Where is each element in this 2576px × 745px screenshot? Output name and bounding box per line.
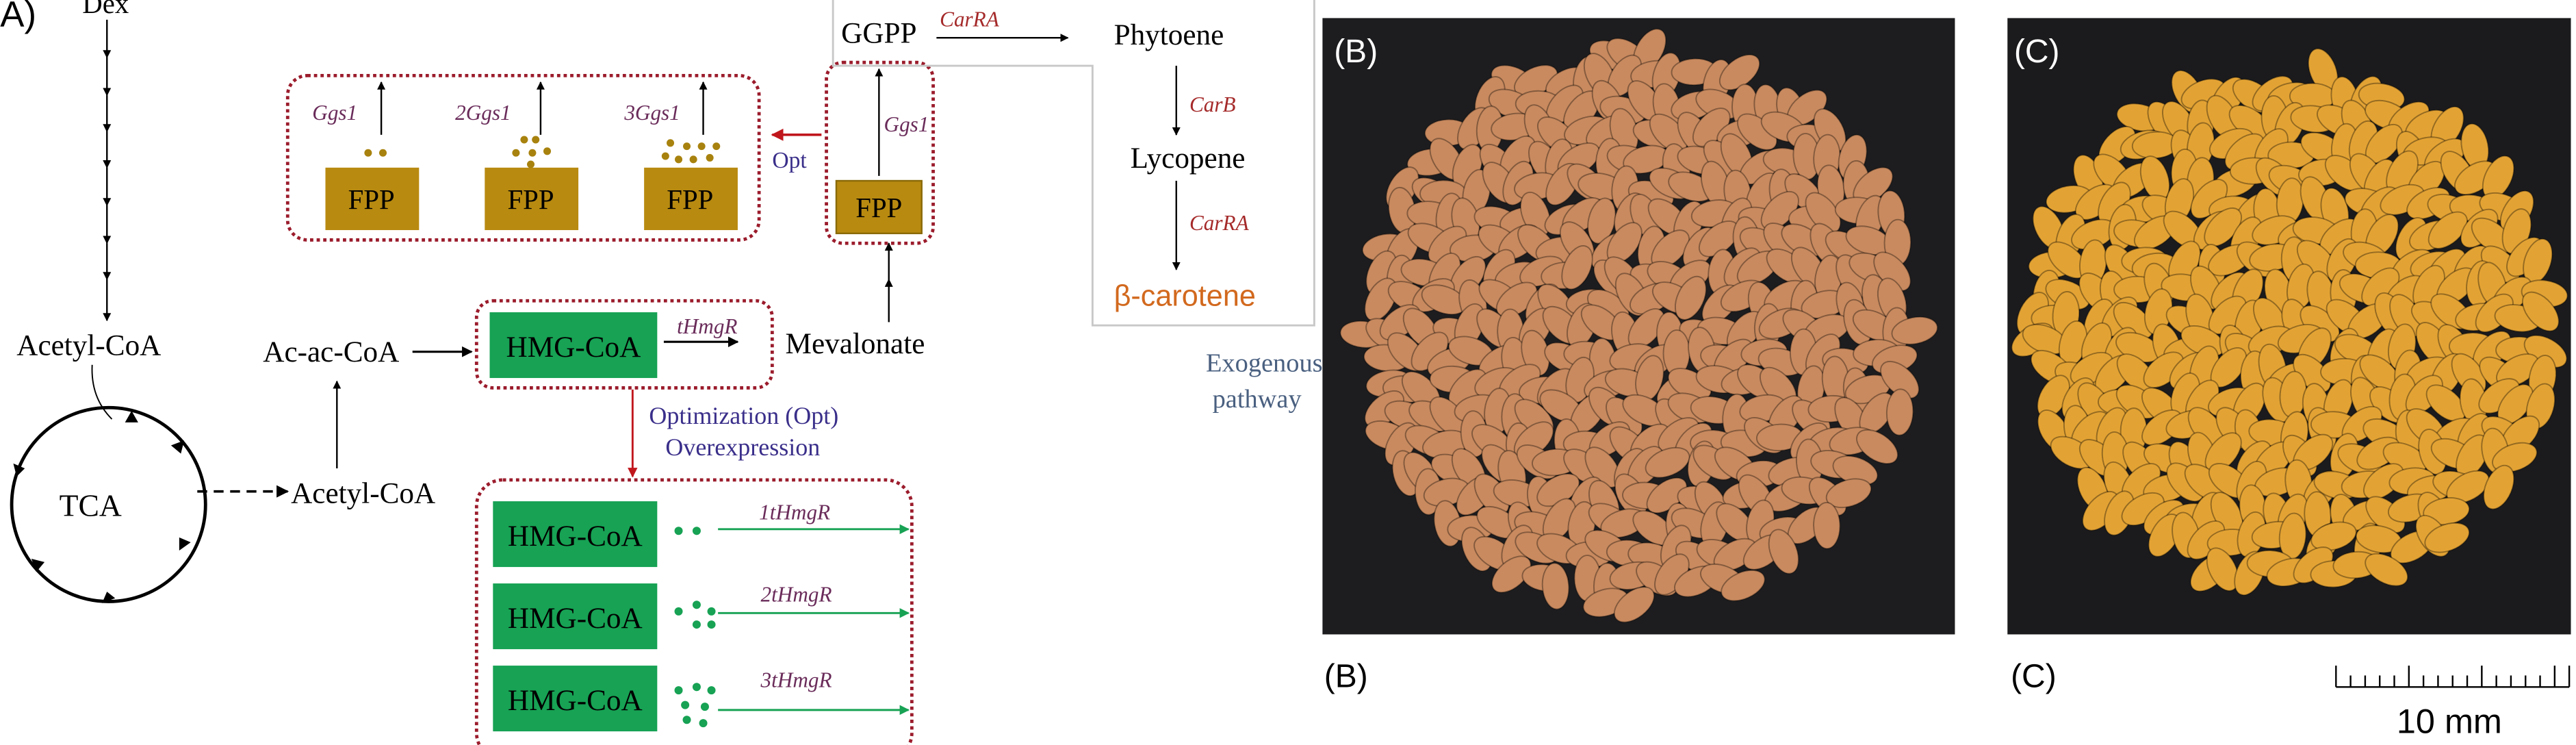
fpp-variant-1: FPP Ggs1	[312, 81, 420, 231]
wheat-grain	[2424, 522, 2470, 553]
wheat-grain	[2427, 211, 2468, 249]
fpp-variant-gene: 3Ggs1	[623, 101, 680, 125]
hmg-variant-box-label: HMG-CoA	[508, 520, 643, 553]
optimization-label: Optimization (Opt)	[649, 402, 838, 429]
carra-1: CarRA	[940, 7, 1000, 31]
panel-a: A) Dex Acetyl-CoA TCA Acetyl-CoA Ac-ac-C…	[0, 0, 1323, 745]
panel-b-caption: (B)	[1324, 658, 1368, 694]
mevalonate: Mevalonate	[786, 328, 925, 360]
exogenous-pathway: GGPP CarRA Phytoene CarB Lycopene CarRA …	[832, 0, 1323, 414]
fpp-box	[835, 179, 923, 235]
wheat-grain	[2204, 207, 2242, 247]
photo-b-inset-label: (B)	[1334, 34, 1378, 70]
wheat-grain	[1891, 316, 1938, 345]
opt-label: Opt	[772, 148, 807, 173]
carra-2: CarRA	[1189, 211, 1250, 235]
thmgr-label: tHmgR	[677, 314, 737, 338]
photo-c-inset-label: (C)	[2014, 34, 2060, 70]
hmg-coa-box	[489, 312, 658, 379]
hmg-variant-2: HMG-CoA 2tHmgR	[493, 582, 910, 650]
wheat-grain	[1491, 555, 1532, 594]
hmg-variant-gene: 1tHmgR	[759, 500, 830, 524]
hmg-variant-3: HMG-CoA 3tHmgR	[493, 666, 910, 732]
dex-label: Dex	[82, 0, 129, 19]
fpp-variant-box-label: FPP	[667, 184, 713, 215]
wheat-grain	[2522, 291, 2560, 332]
scale-bar-label: 10 mm	[2397, 701, 2502, 740]
wheat-grain	[1825, 478, 1872, 509]
panel-b: (B) (B)	[1322, 18, 1955, 694]
wheat-grain	[1674, 275, 1707, 320]
exogenous-caption-2: pathway	[1213, 385, 1302, 414]
wheat-grain	[1880, 360, 1920, 399]
wheat-grain	[1613, 586, 1655, 623]
wheat-grain	[2365, 553, 2408, 587]
wheat-grain	[1561, 245, 1593, 290]
carb: CarB	[1189, 92, 1236, 116]
hmg-coa-label: HMG-CoA	[506, 331, 641, 364]
tca-label: TCA	[60, 488, 122, 523]
wheat-grain	[1718, 54, 1760, 91]
scale-bar: 10 mm	[2335, 666, 2571, 740]
hmg-variants-box	[474, 478, 914, 745]
wheat-grain	[1813, 501, 1841, 550]
acetyl-coa-top: Acetyl-CoA	[16, 329, 161, 362]
hmg-variant-box-label: HMG-CoA	[508, 685, 643, 717]
panel-c: (C) (C)	[2007, 18, 2571, 694]
fpp-variant-3: FPP 3Ggs1	[623, 81, 738, 231]
wheat-grain	[2492, 442, 2538, 473]
beta-carotene: β-carotene	[1114, 279, 1256, 312]
wheat-grain	[1873, 251, 1911, 292]
wheat-grain	[2363, 463, 2404, 500]
hmg-dotted-box	[474, 299, 774, 390]
ac-ac-coa: Ac-ac-CoA	[263, 336, 399, 368]
hmg-variant-gene: 2tHmgR	[761, 582, 832, 606]
wheat-grain	[1856, 429, 1898, 464]
lycopene: Lycopene	[1131, 142, 1246, 175]
acetyl-coa-right: Acetyl-CoA	[291, 477, 435, 509]
ggpp: GGPP	[841, 17, 916, 49]
wheat-grains-b	[1339, 28, 1938, 623]
panel-a-label: A)	[0, 0, 36, 34]
wheat-grain	[1885, 388, 1914, 436]
fpp-variant-gene: 2Ggs1	[455, 101, 511, 125]
exogenous-caption-1: Exogenous	[1206, 349, 1323, 377]
wheat-grains-c	[2011, 48, 2568, 596]
panel-c-caption: (C)	[2011, 658, 2057, 694]
fpp-dotted-box	[825, 60, 935, 245]
fpp-variants-box	[285, 74, 761, 242]
phytoene: Phytoene	[1114, 19, 1224, 51]
acetyl-to-tca-line	[91, 364, 113, 420]
wheat-grain	[1541, 562, 1570, 610]
wheat-grain	[2206, 547, 2239, 592]
wheat-grain	[2310, 521, 2357, 551]
fpp-variant-gene: Ggs1	[312, 101, 357, 125]
fpp-variant-box-label: FPP	[507, 184, 554, 215]
overexpression-label: Overexpression	[665, 433, 820, 461]
wheat-grain	[1645, 446, 1690, 479]
fpp-variant-2: FPP 2Ggs1	[455, 81, 579, 231]
hmg-variant-box-label: HMG-CoA	[508, 603, 643, 635]
hmg-variant-1: HMG-CoA 1tHmgR	[493, 500, 910, 568]
wheat-grain	[1768, 529, 1799, 574]
ggs1-label: Ggs1	[884, 112, 929, 136]
hmg-variant-gene: 3tHmgR	[760, 668, 832, 692]
exogenous-box-border	[832, 0, 1315, 327]
wheat-grain	[2483, 464, 2515, 510]
wheat-grain	[1721, 569, 1766, 602]
fpp-variant-box-label: FPP	[348, 184, 395, 215]
fpp-label: FPP	[855, 192, 902, 223]
tca-cycle	[10, 405, 207, 603]
